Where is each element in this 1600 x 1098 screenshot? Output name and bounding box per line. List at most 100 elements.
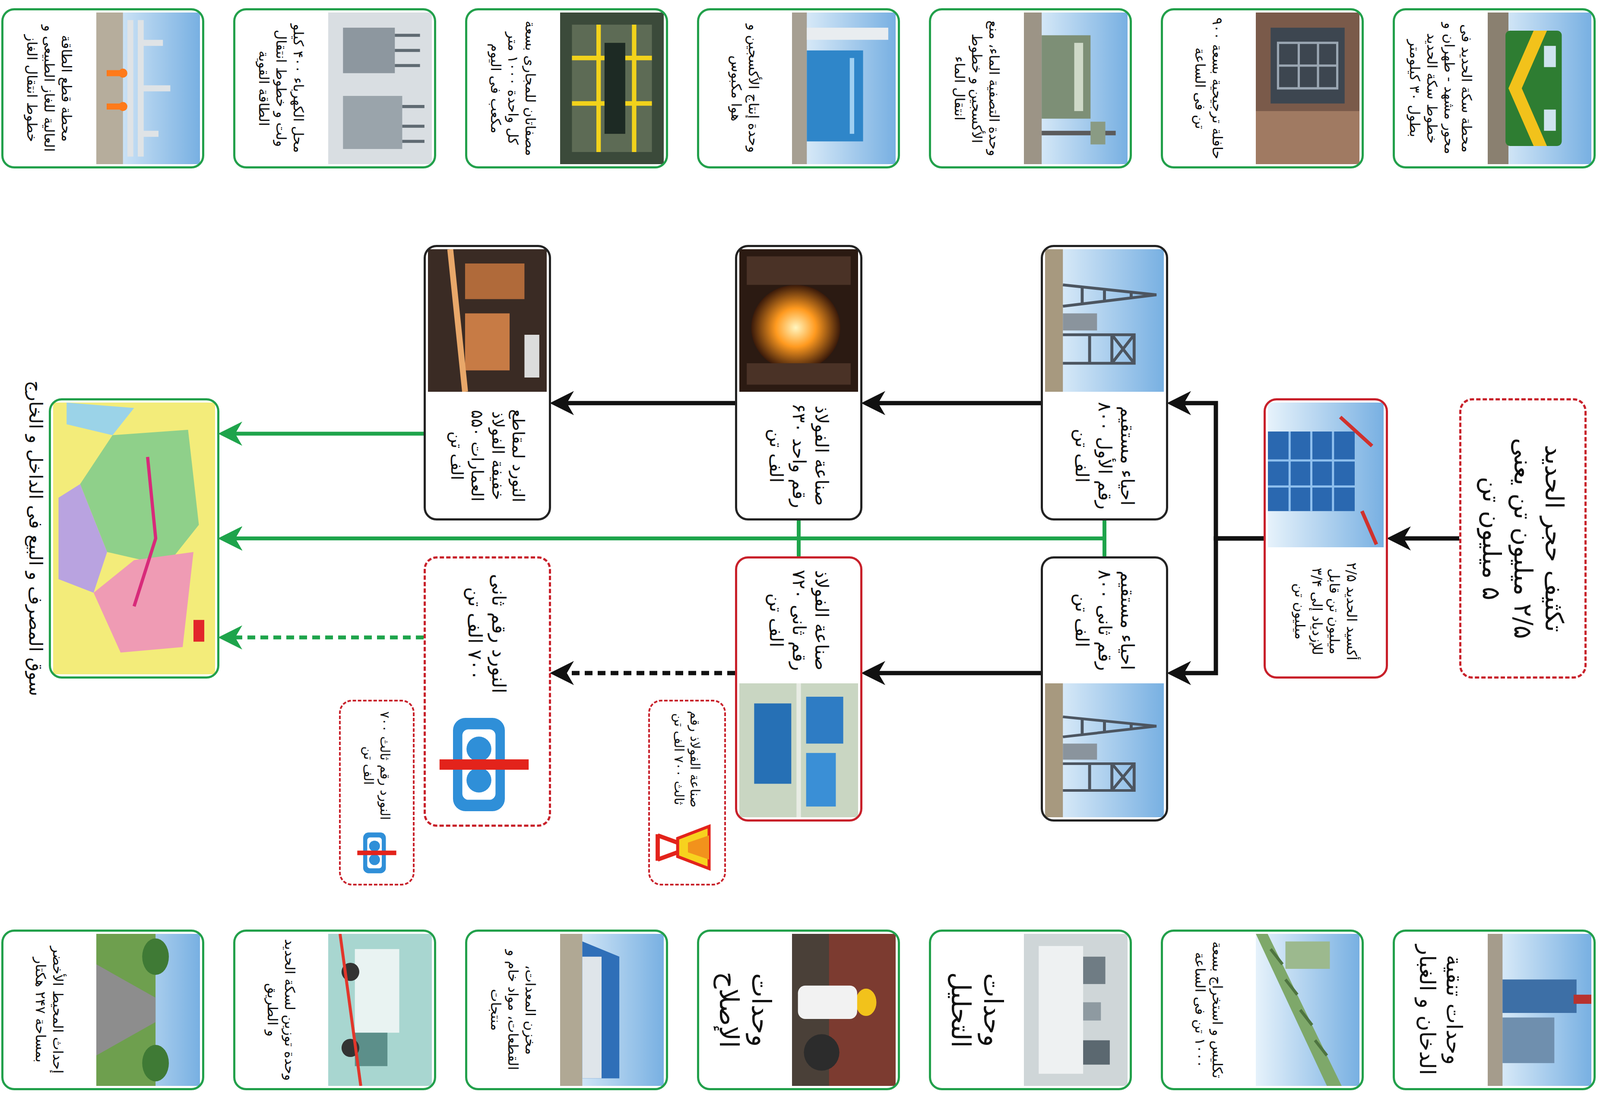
railway-photo xyxy=(1487,12,1592,165)
ladle-icon xyxy=(657,826,710,869)
node-label: النورد رقم ثانی ۷۰۰ الف تن xyxy=(463,563,512,704)
node-label: محطة سکة الحدید فی محور مشهد - طهران و خ… xyxy=(1406,15,1476,162)
text-area: النورد لمقاطع خفیفة الفولاذ العمارات ۵۵۰… xyxy=(430,398,544,514)
conveyor-photo xyxy=(1255,933,1360,1086)
facility-card: وحدة توزین لسکة الحدید و الطریق xyxy=(233,929,437,1090)
facility-card: وحدات تنقیة الدخان و الغبار xyxy=(1392,929,1596,1090)
node-label: مصفاتان للمجاری بسعة کل واحدة ۱۰۰۰ متر م… xyxy=(487,15,539,162)
flow-arrow xyxy=(870,670,1041,675)
facility-card: إحداث المحیط الأخضر بمساحة ۲۴۷ هکتار xyxy=(1,929,205,1090)
flow-arrow xyxy=(1395,536,1460,541)
flow-arrow xyxy=(227,538,1105,557)
flow-arrow xyxy=(1175,538,1264,674)
green-belt-photo xyxy=(96,933,200,1086)
node-label: النورد لمقاطع خفیفة الفولاذ العمارات ۵۵۰… xyxy=(446,398,529,514)
facility-card: تکلیس و استخراج بسعة ۱۰۰۰ تن فی الساعة xyxy=(1160,929,1364,1090)
flow-arrow xyxy=(227,520,1105,539)
steel-plant-photo xyxy=(739,683,859,818)
node-label: وحدات تنقیة الدخان و الغبار xyxy=(1413,936,1468,1083)
tippler-photo xyxy=(1255,12,1360,165)
facility-card: وحدة التصفیة الماء، منع الأکسجین و خطوط … xyxy=(928,8,1132,169)
text-area: وحدة توزین لسکة الحدید و الطریق xyxy=(239,936,323,1083)
node-label: صناعة الفولاذ رقم ثانی ۷۲۰ الف تن xyxy=(764,563,834,677)
node-label: وحدات الإصلاح xyxy=(712,936,778,1083)
text-area: مخزن المعدات، القطعات، مواد خام و منتجات xyxy=(471,936,555,1083)
lab-photo xyxy=(1023,933,1128,1086)
furnace-photo xyxy=(739,249,859,392)
node-label: احیاء مستقیم رقم ثانی ۸۰۰ الف تن xyxy=(1070,563,1139,677)
text-area: النورد رقم ثانی ۷۰۰ الف تن xyxy=(430,563,544,704)
node-label: وحدات التحلیل xyxy=(944,936,1010,1083)
process-box: صناعة الفولاذ رقم ثانی ۷۲۰ الف تن xyxy=(735,556,863,822)
text-area: أکسید الحدید ۲/۵ میلیون تن قابل للإزدیاد… xyxy=(1270,551,1381,672)
facility-card: وحدة إنتاج الأکسجین و هوا مکبوس xyxy=(697,8,900,169)
planned-box: صناعة الفولاذ رقم ثالث ۷۰۰ الف تن xyxy=(648,699,726,886)
rolling-mill-photo xyxy=(427,249,547,392)
node-label: النورد رقم ثالث ۷۰۰ الف تن xyxy=(360,705,393,826)
facility-card: محطة سکة الحدید فی محور مشهد - طهران و خ… xyxy=(1392,8,1596,169)
text-area: محل الکهرباء ۴۰۰ کیلو ولت و خطوط انتقال … xyxy=(239,15,323,162)
gas-station-photo xyxy=(96,12,200,165)
facility-card: حافلة ترجیحیة بسعة ۹۰۰ تن فی الساعة xyxy=(1160,8,1364,169)
flow-arrow xyxy=(558,400,736,406)
repair-photo xyxy=(792,933,896,1086)
text-area: محطة سکة الحدید فی محور مشهد - طهران و خ… xyxy=(1399,15,1483,162)
node-label: صناعة الفولاذ رقم ثالث ۷۰۰ الف تن xyxy=(671,705,704,813)
text-area: وحدات تنقیة الدخان و الغبار xyxy=(1399,936,1483,1083)
weighbridge-photo xyxy=(328,933,432,1086)
reduction-plant-photo xyxy=(1045,249,1164,392)
node-label: وحدة التصفیة الماء، منع الأکسجین و خطوط … xyxy=(950,15,1003,162)
text-area: إحداث المحیط الأخضر بمساحة ۲۴۷ هکتار xyxy=(7,936,91,1083)
planned-box: النورد رقم ثالث ۷۰۰ الف تن xyxy=(339,699,415,886)
process-box: صناعة الفولاذ رقم واحد ۶۳۰ الف تن xyxy=(735,244,863,521)
text-area: صناعة الفولاذ رقم ثانی ۷۲۰ الف تن xyxy=(742,563,856,677)
flow-arrow xyxy=(227,538,799,557)
process-box: أکسید الحدید ۲/۵ میلیون تن قابل للإزدیاد… xyxy=(1263,398,1388,679)
reduction-plant-photo xyxy=(1045,683,1164,818)
market-box: سوق المصرف و البیع فی الداخل و الخارج xyxy=(48,398,220,679)
node-label: محطة قطع الطاقة العالیة للغاز الطبیعی و … xyxy=(23,15,76,162)
facility-card: محطة قطع الطاقة العالیة للغاز الطبیعی و … xyxy=(1,8,205,169)
planned-box: النورد رقم ثانی ۷۰۰ الف تن xyxy=(423,556,552,827)
text-area: وحدة التصفیة الماء، منع الأکسجین و خطوط … xyxy=(935,15,1019,162)
facility-card: محل الکهرباء ۴۰۰ کیلو ولت و خطوط انتقال … xyxy=(233,8,437,169)
text-area: صناعة الفولاذ رقم واحد ۶۳۰ الف تن xyxy=(742,398,856,514)
facility-card: مخزن المعدات، القطعات، مواد خام و منتجات xyxy=(465,929,669,1090)
map-caption: سوق المصرف و البیع فی الداخل و الخارج xyxy=(24,342,48,735)
water-plant-photo xyxy=(1023,12,1128,165)
text-area: احیاء مستقیم رقم الأول ۸۰۰ الف تن xyxy=(1048,398,1161,514)
pellet-plant-photo xyxy=(1267,402,1384,548)
node-label: تکلیس و استخراج بسعة ۱۰۰۰ تن فی الساعة xyxy=(1191,936,1227,1083)
rolling-mill-icon xyxy=(357,832,397,874)
process-box: احیاء مستقیم رقم الأول ۸۰۰ الف تن xyxy=(1040,244,1169,521)
dust-unit-photo xyxy=(1487,933,1592,1086)
substation-photo xyxy=(328,12,432,165)
text-area: سوق المصرف و البیع فی الداخل و الخارج xyxy=(24,342,48,735)
warehouse-photo xyxy=(560,933,664,1086)
text-area: تکثیف حجر الحدید ۲/۵ میلیون تن یعنی ۵ می… xyxy=(1466,408,1580,668)
flow-arrow xyxy=(227,431,424,436)
node-label: احیاء مستقیم رقم الأول ۸۰۰ الف تن xyxy=(1070,398,1139,514)
node-label: وحدة إنتاج الأکسجین و هوا مکبوس xyxy=(727,15,763,162)
node-label: صناعة الفولاذ رقم واحد ۶۳۰ الف تن xyxy=(764,398,834,514)
node-label: وحدة توزین لسکة الحدید و الطریق xyxy=(263,936,299,1083)
photo-group xyxy=(53,12,1592,1086)
node-label: إحداث المحیط الأخضر بمساحة ۲۴۷ هکتار xyxy=(31,936,67,1083)
oxygen-plant-photo xyxy=(792,12,896,165)
text-area: محطة قطع الطاقة العالیة للغاز الطبیعی و … xyxy=(7,15,91,162)
flow-arrow xyxy=(558,670,736,675)
flow-arrow xyxy=(227,520,799,539)
flow-arrow xyxy=(1175,402,1264,539)
flow-arrow xyxy=(227,635,424,640)
text-area: وحدات الإصلاح xyxy=(703,936,787,1083)
input-box: تکثیف حجر الحدید ۲/۵ میلیون تن یعنی ۵ می… xyxy=(1459,398,1587,679)
text-area: وحدات التحلیل xyxy=(935,936,1019,1083)
market-map xyxy=(53,402,216,675)
node-label: محل الکهرباء ۴۰۰ کیلو ولت و خطوط انتقال … xyxy=(255,15,308,162)
node-label: مخزن المعدات، القطعات، مواد خام و منتجات xyxy=(487,936,539,1083)
facility-card: وحدات الإصلاح xyxy=(697,929,900,1090)
text-area: مصفاتان للمجاری بسعة کل واحدة ۱۰۰۰ متر م… xyxy=(471,15,555,162)
